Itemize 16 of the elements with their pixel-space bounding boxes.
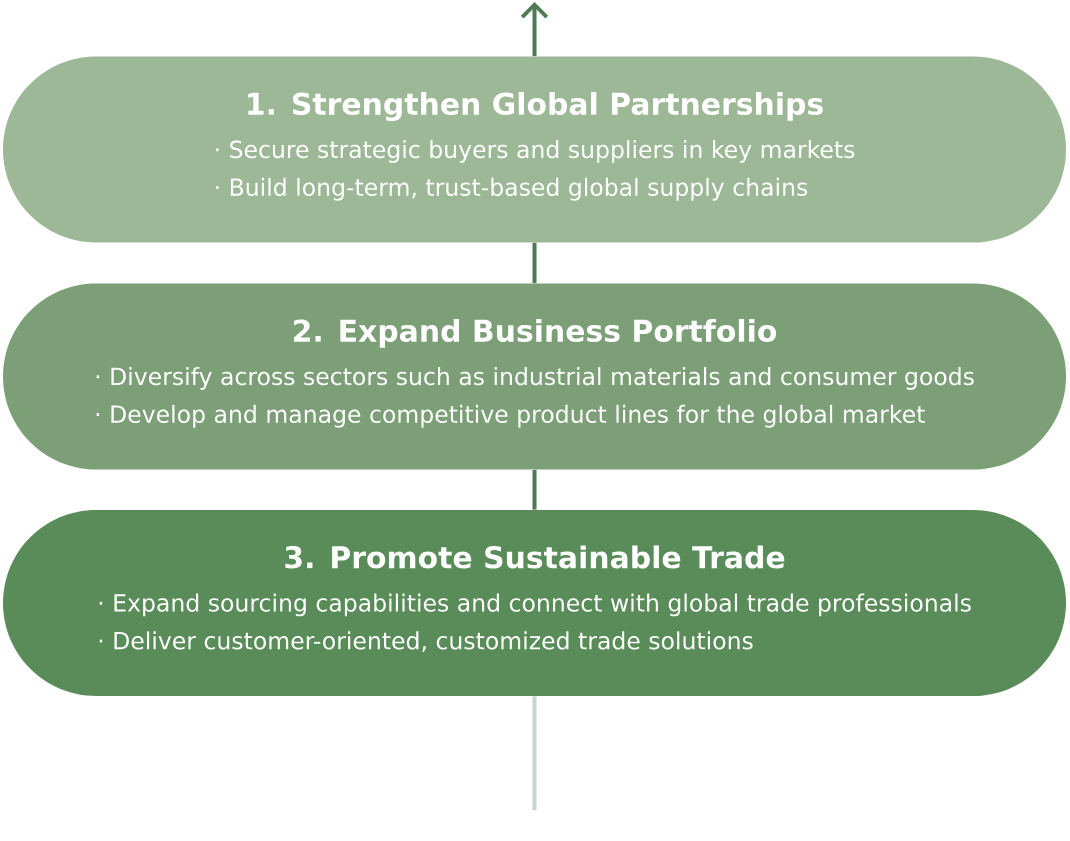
bullet-text: · Deliver customer-oriented, customized trade solutions xyxy=(99,631,753,652)
bullet-text: · Diversify across sectors such as industrial materials and consumer goods xyxy=(96,367,974,390)
bullet-text: · Develop and manage competitive product lines for the global market xyxy=(96,404,925,428)
bullet-text: · Expand sourcing capabilities and connect with global trade professionals xyxy=(99,593,971,617)
connector-line xyxy=(520,2,549,57)
heading: 3. Promote Sustainable Trade xyxy=(285,545,785,569)
goal-pill xyxy=(3,283,1066,470)
connector-line xyxy=(532,469,537,510)
bullet-text: · Secure strategic buyers and suppliers in key markets xyxy=(216,140,855,163)
heading: 1. Strengthen Global Partnerships xyxy=(248,91,823,122)
connector-line xyxy=(532,242,537,284)
connector-line xyxy=(532,696,537,810)
heading: 2. Expand Business Portfolio xyxy=(294,318,777,348)
bullet-text: · Build long-term, trust-based global supply chains xyxy=(216,177,808,201)
goal-pill xyxy=(3,56,1066,243)
goal-pill xyxy=(3,510,1066,696)
